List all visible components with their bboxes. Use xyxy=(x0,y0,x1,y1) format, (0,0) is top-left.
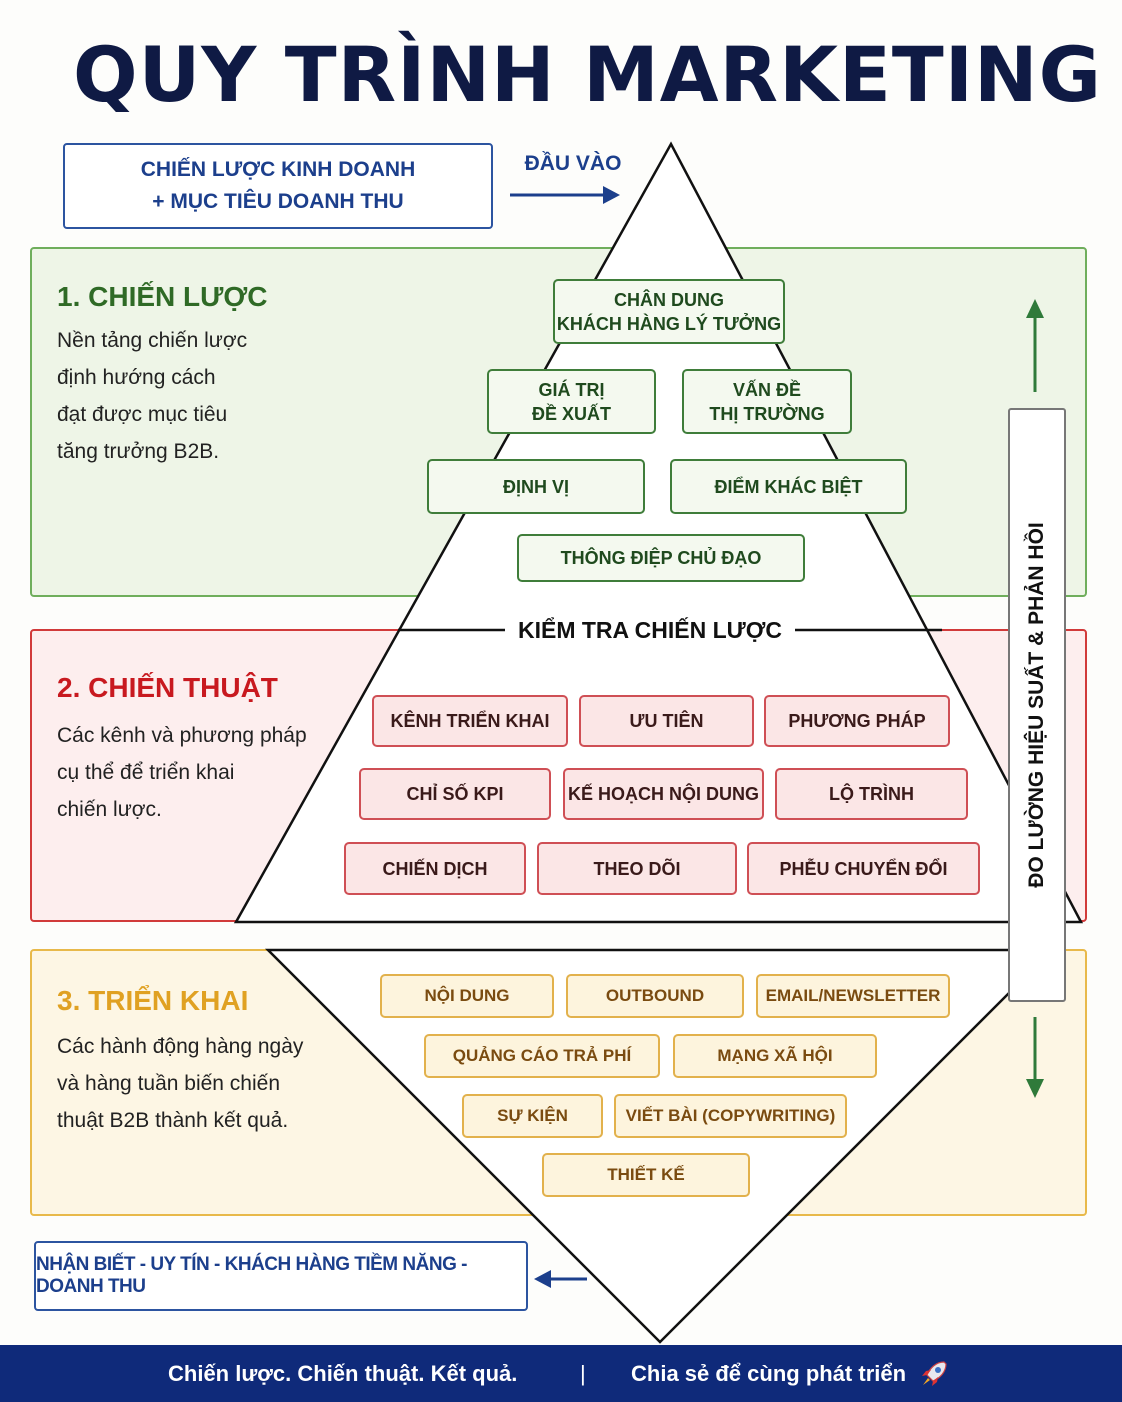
chip-positioning: ĐỊNH VỊ xyxy=(427,459,645,514)
chip-exec-design: THIẾT KẾ xyxy=(542,1153,750,1197)
arrow-up-icon xyxy=(1026,299,1044,392)
chip-tactic-content-plan: KẾ HOẠCH NỘI DUNG xyxy=(563,768,764,820)
section-title-execution: 3. TRIỂN KHAI xyxy=(57,985,249,1016)
footer-bar: Chiến lược. Chiến thuật. Kết quả. | Chia… xyxy=(0,1345,1122,1402)
desc-line: Các kênh và phương pháp xyxy=(57,724,307,747)
arrow-down-icon xyxy=(1026,1017,1044,1098)
footer-share-text: Chia sẻ để cùng phát triển xyxy=(631,1361,907,1386)
chip-differentiation: ĐIỂM KHÁC BIỆT xyxy=(670,459,907,514)
desc-line: Các hành động hàng ngày xyxy=(57,1035,304,1058)
section-title-tactics: 2. CHIẾN THUẬT xyxy=(57,672,278,703)
chip-tactic-funnel: PHỄU CHUYỂN ĐỔI xyxy=(747,842,980,895)
input-arrow-icon xyxy=(510,186,620,204)
chip-exec-content: NỘI DUNG xyxy=(380,974,554,1018)
feedback-panel xyxy=(1008,408,1066,1002)
chip-value-proposition: GIÁ TRỊ ĐỀ XUẤT xyxy=(487,369,656,434)
chip-tactic-campaign: CHIẾN DỊCH xyxy=(344,842,526,895)
chip-exec-social: MẠNG XÃ HỘI xyxy=(673,1034,877,1078)
input-label: ĐẦU VÀO xyxy=(524,152,622,175)
chip-line: VẤN ĐỀ xyxy=(732,379,801,400)
chip-exec-email: EMAIL/NEWSLETTER xyxy=(756,974,950,1018)
section-title-strategy: 1. CHIẾN LƯỢC xyxy=(57,281,268,312)
chip-tactic-channels: KÊNH TRIỂN KHAI xyxy=(372,695,568,747)
desc-line: đạt được mục tiêu xyxy=(57,403,228,426)
section-desc-tactics: Các kênh và phương pháp cụ thể để triển … xyxy=(57,717,327,828)
section-desc-strategy: Nền tảng chiến lược định hướng cách đạt … xyxy=(57,322,327,470)
footer-divider: | xyxy=(580,1361,586,1386)
chip-tactic-kpi: CHỈ SỐ KPI xyxy=(359,768,551,820)
rocket-icon xyxy=(922,1361,947,1386)
chip-line: GIÁ TRỊ xyxy=(538,379,605,400)
chip-customer-persona: CHÂN DUNG KHÁCH HÀNG LÝ TƯỞNG xyxy=(553,279,785,344)
chip-line: CHÂN DUNG xyxy=(614,289,724,310)
chip-line: ĐỀ XUẤT xyxy=(531,403,611,424)
strategy-check-label: KIỂM TRA CHIẾN LƯỢC xyxy=(505,612,795,648)
chip-key-message: THÔNG ĐIỆP CHỦ ĐẠO xyxy=(517,534,805,582)
chip-exec-events: SỰ KIỆN xyxy=(462,1094,603,1138)
input-box-line-2: + MỤC TIÊU DOANH THU xyxy=(152,190,404,213)
chip-exec-copywriting: VIẾT BÀI (COPYWRITING) xyxy=(614,1094,847,1138)
input-box: CHIẾN LƯỢC KINH DOANH + MỤC TIÊU DOANH T… xyxy=(63,143,493,229)
desc-line: thuật B2B thành kết quả. xyxy=(57,1109,289,1132)
page-title: QUY TRÌNH MARKETING xyxy=(72,30,1102,119)
output-arrow-icon xyxy=(534,1270,587,1288)
chip-exec-outbound: OUTBOUND xyxy=(566,974,744,1018)
input-box-line-1: CHIẾN LƯỢC KINH DOANH xyxy=(140,158,416,181)
chip-tactic-priority: ƯU TIÊN xyxy=(579,695,754,747)
chip-tactic-tracking: THEO DÕI xyxy=(537,842,737,895)
desc-line: Nền tảng chiến lược xyxy=(57,329,248,352)
feedback-label: ĐO LƯỜNG HIỆU SUẤT & PHẢN HỒI xyxy=(1025,522,1048,888)
chip-line: KHÁCH HÀNG LÝ TƯỞNG xyxy=(556,313,782,334)
chip-line: THỊ TRƯỜNG xyxy=(709,403,825,424)
desc-line: chiến lược. xyxy=(57,798,162,821)
desc-line: định hướng cách xyxy=(57,366,216,389)
section-desc-execution: Các hành động hàng ngày và hàng tuần biế… xyxy=(57,1028,327,1139)
footer-slogan: Chiến lược. Chiến thuật. Kết quả. xyxy=(168,1361,518,1386)
desc-line: và hàng tuần biến chiến xyxy=(57,1072,281,1095)
chip-market-problem: VẤN ĐỀ THỊ TRƯỜNG xyxy=(682,369,852,434)
output-box: NHẬN BIẾT - UY TÍN - KHÁCH HÀNG TIỀM NĂN… xyxy=(34,1241,528,1311)
chip-exec-paid-ads: QUẢNG CÁO TRẢ PHÍ xyxy=(424,1034,660,1078)
chip-tactic-method: PHƯƠNG PHÁP xyxy=(764,695,950,747)
chip-tactic-roadmap: LỘ TRÌNH xyxy=(775,768,968,820)
desc-line: cụ thể để triển khai xyxy=(57,761,235,784)
desc-line: tăng trưởng B2B. xyxy=(57,440,220,463)
